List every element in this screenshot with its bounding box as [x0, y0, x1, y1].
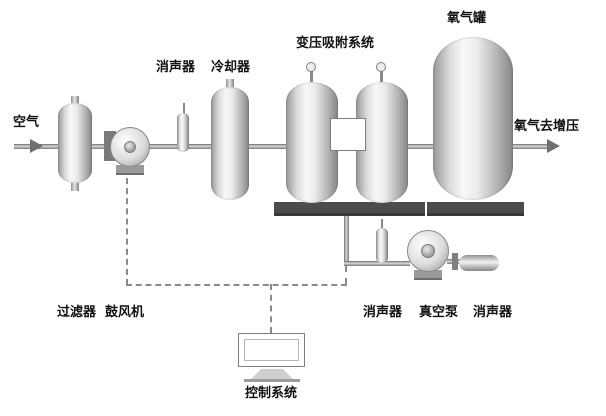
- control-system-stand-base: [244, 379, 300, 382]
- control-line-horizontal: [126, 284, 347, 286]
- vacuum-pump-flange: [452, 253, 458, 270]
- cooler-vessel: [211, 87, 249, 200]
- label-control-system: 控制系统: [245, 385, 298, 400]
- muffler-top-body: [177, 113, 189, 152]
- psa-vessel1-valve-stem: [310, 70, 313, 83]
- psa-vessel1-valve-icon: [306, 62, 316, 72]
- psa-vessel2-valve-icon: [376, 62, 386, 72]
- muffler-top-stem: [183, 103, 185, 114]
- filter-vessel: [58, 103, 92, 183]
- muffler-vacuum-outlet-body: [459, 255, 499, 271]
- air-inlet-arrow-icon: [30, 139, 43, 153]
- muffler-vacuum-inlet-stem: [381, 219, 383, 229]
- filter-bottom-nozzle: [71, 181, 79, 191]
- label-oxygen-outlet: 氧气去增压: [514, 118, 580, 133]
- tank-platform: [427, 202, 524, 216]
- main-pipe: [14, 144, 550, 149]
- vacuum-pump-hub-icon: [421, 244, 435, 258]
- control-system-stand: [251, 369, 293, 379]
- label-blower: 鼓风机: [105, 304, 145, 319]
- control-system-screen: [244, 339, 299, 361]
- psa-vessel-1: [286, 82, 338, 203]
- psa-platform: [274, 202, 425, 216]
- cooler-top-nozzle: [226, 79, 234, 88]
- muffler-vacuum-inlet-body: [376, 228, 388, 263]
- label-air-inlet: 空气: [13, 114, 40, 129]
- vacuum-pump-base: [414, 270, 442, 280]
- label-oxygen-tank: 氧气罐: [447, 10, 487, 25]
- label-filter: 过滤器: [57, 304, 97, 319]
- label-muffler-vacuum-inlet: 消声器: [363, 304, 403, 319]
- label-muffler-vacuum-outlet: 消声器: [473, 304, 513, 319]
- vacuum-branch-pipe-vertical: [344, 212, 349, 265]
- label-cooler: 冷却器: [211, 59, 251, 74]
- control-line-vacuum: [345, 266, 347, 284]
- label-psa-system: 变压吸附系统: [296, 35, 375, 50]
- oxygen-outlet-arrow-icon: [547, 139, 560, 153]
- filter-top-nozzle: [71, 96, 79, 105]
- control-system-box: [238, 333, 305, 367]
- oxygen-tank-vessel: [433, 37, 513, 200]
- blower-base: [116, 165, 144, 175]
- psa-valve-box: [330, 118, 366, 151]
- vacuum-branch-pipe-horizontal: [344, 261, 410, 266]
- control-line-to-controller: [270, 284, 272, 333]
- label-vacuum-pump: 真空泵: [419, 304, 459, 319]
- psa-vessel2-valve-stem: [380, 70, 383, 83]
- label-muffler-top: 消声器: [156, 59, 196, 74]
- blower-hub-icon: [124, 141, 136, 153]
- control-line-blower: [126, 168, 128, 285]
